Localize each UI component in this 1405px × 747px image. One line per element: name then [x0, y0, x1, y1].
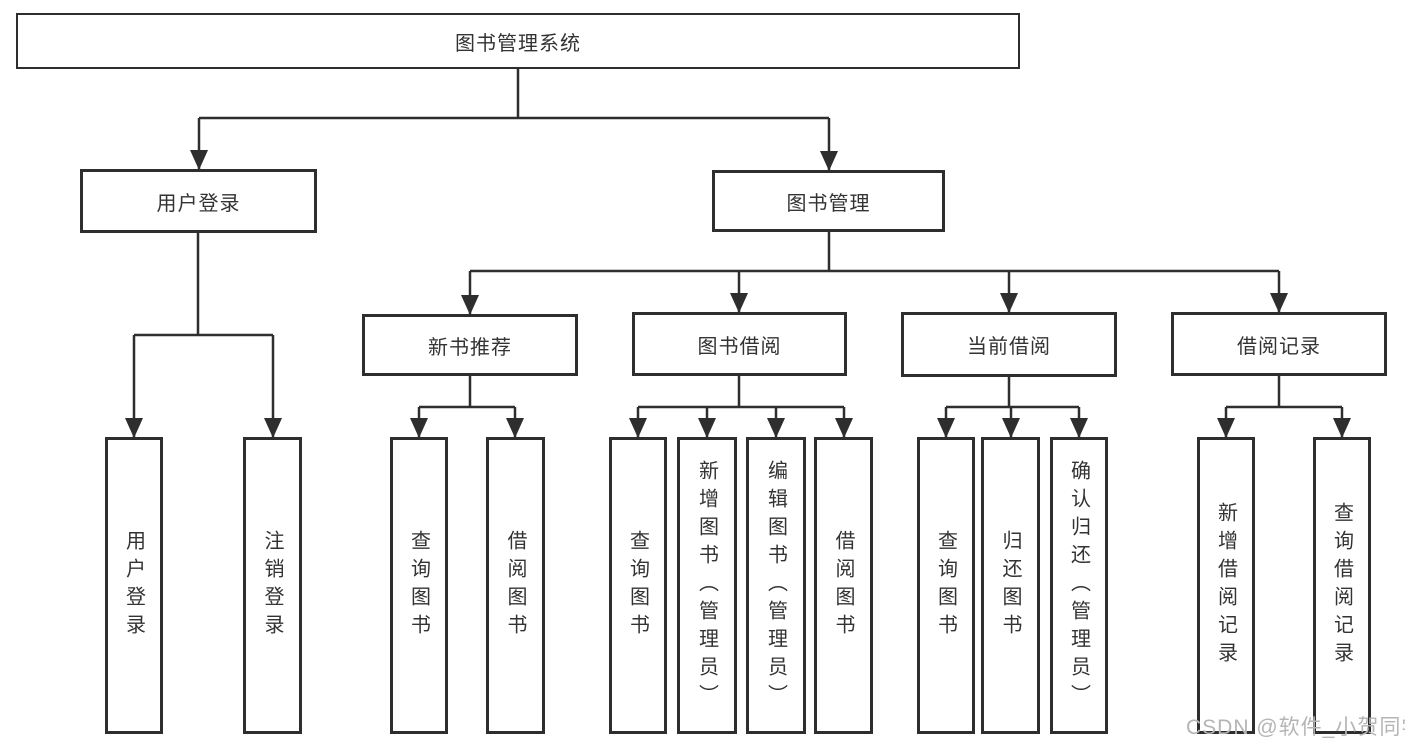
node-user-login: 用户登录	[80, 169, 317, 233]
node-br-add-record: 新增借阅记录	[1197, 437, 1255, 734]
node-label: 用户登录	[156, 192, 241, 215]
csdn-watermark: CSDN @软件_小贺同学	[1186, 716, 1405, 739]
node-nbr-query-book: 查询图书	[390, 437, 448, 734]
node-login: 用户登录	[105, 437, 163, 734]
node-label: 图书借阅	[697, 335, 782, 358]
connector-line	[1226, 376, 1342, 409]
node-cb-confirm-return: 确认归还（管理员）	[1050, 437, 1108, 734]
node-new-book-recommend: 新书推荐	[362, 314, 578, 376]
node-nbr-borrow-book: 借阅图书	[486, 437, 545, 734]
node-bb-borrow-book: 借阅图书	[814, 437, 873, 734]
node-current-borrow: 当前借阅	[901, 312, 1117, 377]
node-label: 查询借阅记录	[1330, 501, 1353, 670]
node-label: 编辑图书（管理员）	[764, 459, 787, 712]
node-logout: 注销登录	[243, 437, 302, 734]
node-borrow-records: 借阅记录	[1171, 312, 1387, 376]
node-label: 图书管理	[786, 192, 871, 215]
node-label: 查询图书	[934, 529, 957, 642]
connector-line	[946, 377, 1079, 409]
node-label: 确认归还（管理员）	[1067, 459, 1090, 712]
node-bb-add-book: 新增图书（管理员）	[677, 437, 737, 734]
connector-line	[419, 376, 515, 409]
node-bb-edit-book: 编辑图书（管理员）	[746, 437, 806, 734]
node-book-management: 图书管理	[712, 170, 945, 232]
node-label: 查询图书	[626, 529, 649, 642]
node-label: 用户登录	[122, 529, 145, 642]
node-label: 注销登录	[261, 529, 283, 642]
node-label: 借阅图书	[832, 529, 854, 642]
connector-line	[638, 376, 844, 409]
node-label: 新增借阅记录	[1214, 501, 1237, 670]
node-br-query-record: 查询借阅记录	[1313, 437, 1371, 734]
node-label: 图书管理系统	[455, 32, 581, 55]
connector-line	[199, 69, 829, 120]
node-root: 图书管理系统	[16, 13, 1020, 69]
node-label: 借阅图书	[504, 529, 526, 642]
node-label: 新书推荐	[428, 336, 512, 359]
node-label: 归还图书	[999, 529, 1021, 642]
node-cb-query-book: 查询图书	[917, 437, 975, 734]
node-label: 查询图书	[407, 529, 430, 642]
node-label: 借阅记录	[1237, 335, 1321, 358]
node-bb-query-book: 查询图书	[609, 437, 667, 734]
node-label: 当前借阅	[967, 336, 1051, 358]
connector-line	[134, 233, 273, 337]
node-book-borrow: 图书借阅	[632, 312, 847, 376]
node-label: 新增图书（管理员）	[695, 459, 718, 712]
connector-line	[470, 232, 1279, 273]
node-cb-return-book: 归还图书	[981, 437, 1040, 734]
